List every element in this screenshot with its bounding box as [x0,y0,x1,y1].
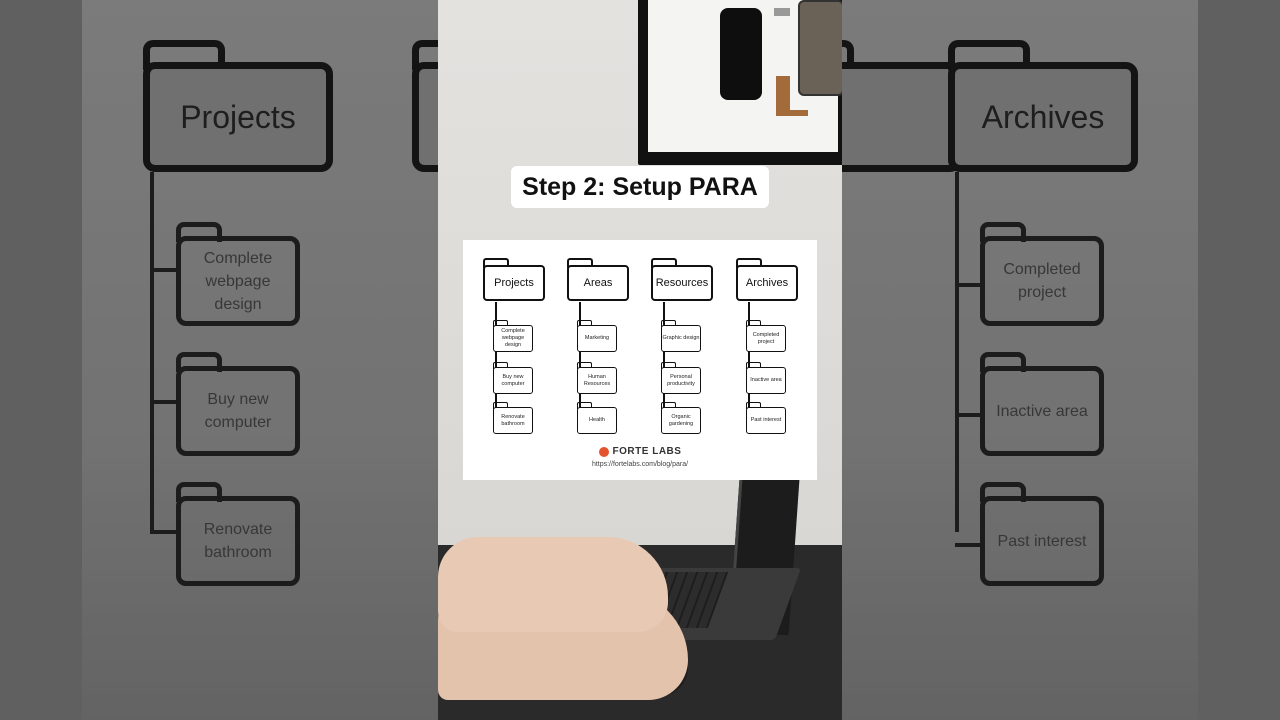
archives-folder-large: Archives [948,40,1138,172]
source-url: https://fortelabs.com/blog/para/ [591,461,689,468]
side-left-subfolder-1: Complete webpage design [176,222,300,326]
projects-folder: Projects [483,258,545,302]
archives-item-3: Past interest [746,402,786,434]
brand-name: FORTE LABS [612,446,682,457]
areas-item-1: Marketing [577,320,617,352]
side-left-subfolder-2: Buy new computer [176,352,300,456]
framed-phone-artwork [638,0,842,165]
areas-item-2: Human Resources [577,362,617,394]
resources-folder-large-partial [842,40,962,172]
resources-item-3: Organic gardening [661,402,701,434]
projects-item-2: Buy new computer [493,362,533,394]
forte-labs-brand: FORTE LABS [463,446,817,457]
archives-item-2: Inactive area [746,362,786,394]
resources-folder: Resources [651,258,713,302]
archives-folder-large-label: Archives [981,98,1105,135]
projects-folder-large-label: Projects [180,98,296,135]
para-diagram-card: Projects Complete webpage design Buy new… [463,240,817,480]
left-blur-panel: Projects Complete webpage design Buy new… [0,0,438,720]
right-blur-panel: Archives Completed project Inactive area… [842,0,1280,720]
projects-item-1: Complete webpage design [493,320,533,352]
side-right-subfolder-3: Past interest [980,482,1104,586]
areas-folder: Areas [567,258,629,302]
video-frame: Step 2: Setup PARA Projects Complete web… [438,0,842,720]
areas-item-3: Health [577,402,617,434]
archives-item-1: Completed project [746,320,786,352]
left-hand [438,537,668,632]
forte-labs-logo-icon [598,446,609,457]
step-caption: Step 2: Setup PARA [511,166,769,208]
resources-item-1: Graphic design [661,320,701,352]
side-right-subfolder-2: Inactive area [980,352,1104,456]
projects-item-3: Renovate bathroom [493,402,533,434]
archives-folder: Archives [736,258,798,302]
side-right-subfolder-1: Completed project [980,222,1104,326]
side-left-subfolder-3: Renovate bathroom [176,482,300,586]
areas-folder-large-partial [412,40,438,172]
projects-folder-large: Projects [143,40,333,172]
resources-item-2: Personal productivity [661,362,701,394]
